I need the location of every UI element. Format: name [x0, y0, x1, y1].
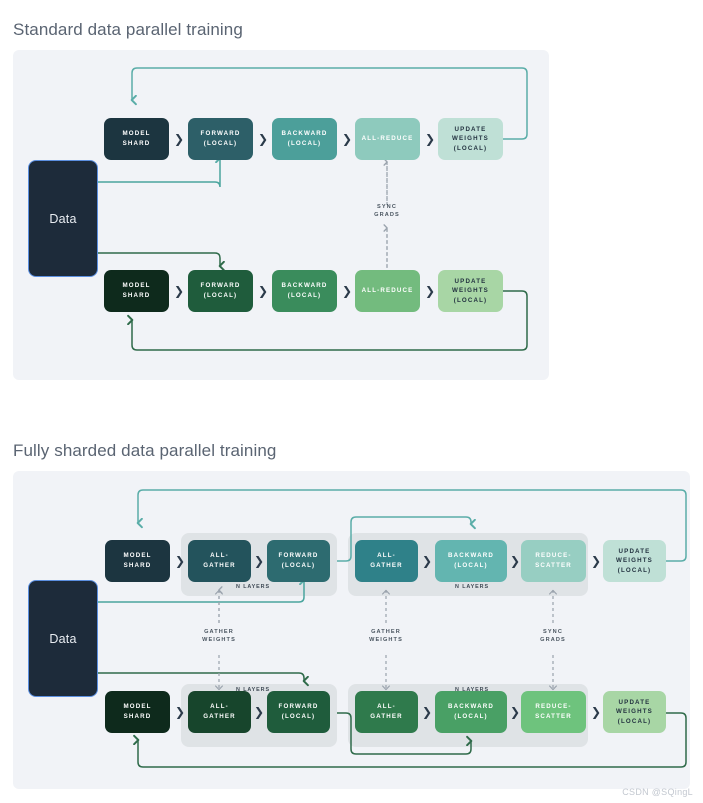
node-forward-fsdp-top[interactable]: FORWARD(LOCAL) [267, 540, 330, 582]
chevron-right-icon: ❯ [342, 132, 353, 146]
chevron-right-icon: ❯ [422, 705, 433, 719]
node-backward-standard-top[interactable]: BACKWARD(LOCAL) [272, 118, 337, 160]
label-n-layers-fsdp-top-backward: N LAYERS [455, 584, 489, 590]
chevron-right-icon: ❯ [174, 132, 185, 146]
data-box-standard[interactable]: Data [28, 160, 98, 277]
node-all-reduce-standard-top[interactable]: ALL-REDUCE [355, 118, 420, 160]
page-title-standard: Standard data parallel training [13, 20, 243, 39]
node-all-gather-fsdp-top-1[interactable]: ALL-GATHER [188, 540, 251, 582]
chevron-right-icon: ❯ [591, 554, 602, 568]
chevron-right-icon: ❯ [342, 284, 353, 298]
label-n-layers-fsdp-top-forward: N LAYERS [236, 584, 270, 590]
data-box-fsdp[interactable]: Data [28, 580, 98, 697]
chevron-right-icon: ❯ [175, 554, 186, 568]
chevron-right-icon: ❯ [175, 705, 186, 719]
node-forward-standard-bottom[interactable]: FORWARD(LOCAL) [188, 270, 253, 312]
chevron-right-icon: ❯ [258, 132, 269, 146]
watermark-text: CSDN @SQingL [622, 787, 693, 797]
chevron-right-icon: ❯ [425, 284, 436, 298]
label-n-layers-fsdp-bottom-forward: N LAYERS [236, 687, 270, 693]
chevron-right-icon: ❯ [258, 284, 269, 298]
node-backward-fsdp-bottom[interactable]: BACKWARD(LOCAL) [435, 691, 507, 733]
chevron-right-icon: ❯ [174, 284, 185, 298]
node-backward-standard-bottom[interactable]: BACKWARD(LOCAL) [272, 270, 337, 312]
node-all-gather-fsdp-bottom-1[interactable]: ALL-GATHER [188, 691, 251, 733]
node-backward-fsdp-top[interactable]: BACKWARD(LOCAL) [435, 540, 507, 582]
chevron-right-icon: ❯ [510, 554, 521, 568]
node-all-gather-fsdp-top-2[interactable]: ALL-GATHER [355, 540, 418, 582]
node-forward-fsdp-bottom[interactable]: FORWARD(LOCAL) [267, 691, 330, 733]
node-forward-standard-top[interactable]: FORWARD(LOCAL) [188, 118, 253, 160]
chevron-right-icon: ❯ [254, 705, 265, 719]
label-n-layers-fsdp-bottom-backward: N LAYERS [455, 687, 489, 693]
chevron-right-icon: ❯ [591, 705, 602, 719]
node-reduce-scatter-fsdp-bottom[interactable]: REDUCE-SCATTER [521, 691, 586, 733]
chevron-right-icon: ❯ [510, 705, 521, 719]
node-all-reduce-standard-bottom[interactable]: ALL-REDUCE [355, 270, 420, 312]
node-all-gather-fsdp-bottom-2[interactable]: ALL-GATHER [355, 691, 418, 733]
page-title-fsdp: Fully sharded data parallel training [13, 441, 277, 460]
chevron-right-icon: ❯ [425, 132, 436, 146]
chevron-right-icon: ❯ [254, 554, 265, 568]
node-reduce-scatter-fsdp-top[interactable]: REDUCE-SCATTER [521, 540, 586, 582]
chevron-right-icon: ❯ [422, 554, 433, 568]
